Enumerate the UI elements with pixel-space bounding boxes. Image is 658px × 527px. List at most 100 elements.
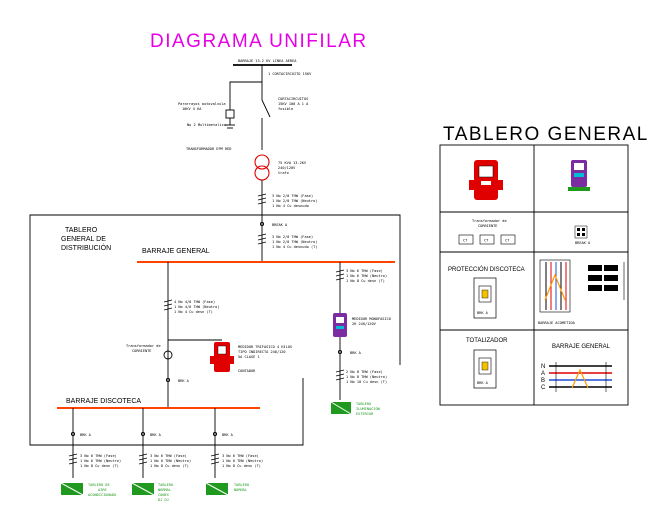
svg-text:1 No 10 Cu desn (T): 1 No 10 Cu desn (T) xyxy=(346,380,387,384)
totalizer-breaker-icon xyxy=(473,349,497,389)
svg-text:BRK A: BRK A xyxy=(80,433,92,437)
svg-text:MEDIDOR MONOFASICO: MEDIDOR MONOFASICO xyxy=(352,317,391,321)
svg-text:No 2 Multimetalico: No 2 Multimetalico xyxy=(187,123,226,127)
svg-text:10KV 5 KA: 10KV 5 KA xyxy=(182,107,202,111)
svg-text:2 No 8 THW (Fase): 2 No 8 THW (Fase) xyxy=(346,370,383,374)
svg-text:3 No 6 THW (Fase): 3 No 6 THW (Fase) xyxy=(80,454,117,458)
svg-text:240/120V: 240/120V xyxy=(278,166,296,170)
panel-layout-grid xyxy=(439,144,629,406)
svg-text:Transformador de: Transformador de xyxy=(472,219,507,223)
lighting-panel-icon xyxy=(330,401,352,415)
svg-text:TABLERO: TABLERO xyxy=(234,483,249,487)
svg-text:BRK A: BRK A xyxy=(477,311,489,315)
svg-text:C: C xyxy=(541,385,546,391)
proteccion-label: PROTECCIÓN DISCOTECA xyxy=(448,266,525,273)
transformer-label: TRANSFORMADOR EPM RED xyxy=(186,147,231,151)
svg-text:B: B xyxy=(541,378,545,384)
svg-text:CT: CT xyxy=(484,239,489,243)
meter-purple-icon xyxy=(568,160,590,191)
busbar-assembly-icon xyxy=(539,259,625,313)
svg-text:1 No 8 Cu desn (T): 1 No 8 Cu desn (T) xyxy=(80,464,119,468)
svg-text:1 No 6 THW (Neutro): 1 No 6 THW (Neutro) xyxy=(346,274,387,278)
feeder-label: BARRAJE 13.2 KV LINEA AEREA xyxy=(238,59,297,63)
svg-text:GENERAL DE: GENERAL DE xyxy=(61,236,106,243)
svg-text:ILUMINACIÓN: ILUMINACIÓN xyxy=(356,406,380,411)
svg-text:CORRIENTE: CORRIENTE xyxy=(478,224,497,228)
svg-text:TABLERO: TABLERO xyxy=(65,227,98,234)
svg-text:DISTRIBUCIÓN: DISTRIBUCIÓN xyxy=(61,243,111,252)
svg-text:TABLERO DE: TABLERO DE xyxy=(88,483,110,487)
ct-label: Transformador de xyxy=(126,344,161,348)
svg-text:CONEX: CONEX xyxy=(158,493,170,497)
svg-text:5A CLASE 1: 5A CLASE 1 xyxy=(238,355,260,359)
svg-text:1 No 6 THW (Neutro): 1 No 6 THW (Neutro) xyxy=(150,459,191,463)
incoming-feeder xyxy=(225,64,292,150)
svg-text:BREAK A: BREAK A xyxy=(575,241,591,245)
svg-text:BARRAJE ACOMETIDA: BARRAJE ACOMETIDA xyxy=(538,321,576,325)
panel-title: TABLERO GENERAL xyxy=(443,124,649,145)
svg-text:75 KVA 13.2KV: 75 KVA 13.2KV xyxy=(278,161,307,165)
svg-text:BRK A: BRK A xyxy=(477,381,489,385)
main-panel-enclosure xyxy=(29,214,401,446)
svg-text:15KV 100 A 1 A: 15KV 100 A 1 A xyxy=(278,102,309,106)
svg-text:AIRE: AIRE xyxy=(98,488,107,492)
diagram-title: DIAGRAMA UNIFILAR xyxy=(150,31,368,52)
svg-text:CORRIENTE: CORRIENTE xyxy=(132,349,151,353)
load-panel-icon xyxy=(205,482,229,496)
svg-text:NORMAL: NORMAL xyxy=(158,488,171,492)
surge-label: Pararrayos autovalvula xyxy=(178,102,226,106)
svg-text:MEDIDOR TRIFASICO 4 HILOS: MEDIDOR TRIFASICO 4 HILOS xyxy=(238,345,292,349)
svg-text:BRK A: BRK A xyxy=(178,379,190,383)
svg-text:3 No 2/0 THW (Fase): 3 No 2/0 THW (Fase) xyxy=(272,235,313,239)
svg-text:CONTADOR: CONTADOR xyxy=(238,369,256,373)
barraje-general-panel-label: BARRAJE GENERAL xyxy=(552,344,611,350)
svg-text:1 No 4 Cu desn (T): 1 No 4 Cu desn (T) xyxy=(174,310,213,314)
busbar-general-label: BARRAJE GENERAL xyxy=(142,248,210,255)
svg-text:fusible: fusible xyxy=(278,107,293,111)
svg-text:EXTERIOR: EXTERIOR xyxy=(356,412,374,416)
svg-text:TABLERO: TABLERO xyxy=(356,402,371,406)
monophase-meter-icon xyxy=(333,313,347,337)
svg-text:3 No 6 THW (Fase): 3 No 6 THW (Fase) xyxy=(150,454,187,458)
svg-text:CORTACIRCUITOS: CORTACIRCUITOS xyxy=(278,97,308,101)
svg-text:1 No 4 Cu desnudo (T): 1 No 4 Cu desnudo (T) xyxy=(272,245,317,249)
svg-text:2H 240/120V: 2H 240/120V xyxy=(352,322,377,326)
main-breaker-icon xyxy=(473,277,497,319)
svg-text:TABLERO: TABLERO xyxy=(158,483,173,487)
svg-text:BREAK A: BREAK A xyxy=(272,223,288,227)
svg-text:1 No 8 Cu desn (T): 1 No 8 Cu desn (T) xyxy=(346,279,385,283)
svg-text:ACONDICIONADO: ACONDICIONADO xyxy=(88,493,116,497)
svg-text:trafo: trafo xyxy=(278,171,289,175)
svg-text:1 No 8 Cu desn (T): 1 No 8 Cu desn (T) xyxy=(150,464,189,468)
svg-text:1 No 8 Cu desn (T): 1 No 8 Cu desn (T) xyxy=(222,464,261,468)
svg-text:1 No 4 Cu desnudo: 1 No 4 Cu desnudo xyxy=(272,204,309,208)
svg-text:3 No 6 THW (Fase): 3 No 6 THW (Fase) xyxy=(346,269,383,273)
svg-text:1 No 8 THW (Neutro): 1 No 8 THW (Neutro) xyxy=(346,375,387,379)
svg-text:CT: CT xyxy=(505,239,510,243)
busbar-bars-icon xyxy=(549,362,612,392)
svg-text:3 No 2/0 THW (Fase): 3 No 2/0 THW (Fase) xyxy=(272,194,313,198)
svg-text:CT: CT xyxy=(463,239,468,243)
svg-text:TIPO INDIRECTA 240/120: TIPO INDIRECTA 240/120 xyxy=(238,350,286,354)
svg-text:1 No 6 THW (Neutro): 1 No 6 THW (Neutro) xyxy=(222,459,263,463)
feeder-label-2: 1 CORTACIRCUITO 15KV xyxy=(268,72,312,76)
totalizador-label: TOTALIZADOR xyxy=(466,338,508,344)
svg-text:1 No 2/0 THW (Neutro): 1 No 2/0 THW (Neutro) xyxy=(272,199,317,203)
energy-meter-icon xyxy=(210,342,234,372)
busbar-discoteca-label: BARRAJE DISCOTECA xyxy=(66,398,141,405)
svg-text:4 No 4/0 THW (Fase): 4 No 4/0 THW (Fase) xyxy=(174,300,215,304)
load-panel-icon xyxy=(60,482,84,496)
ct-boxes xyxy=(458,234,516,245)
svg-text:BRK A: BRK A xyxy=(350,351,362,355)
svg-text:1 No 4/0 THW (Neutro): 1 No 4/0 THW (Neutro) xyxy=(174,305,219,309)
svg-text:1 No 2/0 THW (Neutro): 1 No 2/0 THW (Neutro) xyxy=(272,240,317,244)
svg-text:A: A xyxy=(541,371,545,377)
svg-text:BRK A: BRK A xyxy=(222,433,234,437)
small-breaker-block xyxy=(574,225,588,239)
meter-red-icon xyxy=(469,160,503,200)
transformer-icon xyxy=(254,154,270,181)
svg-text:3 No 6 THW (Fase): 3 No 6 THW (Fase) xyxy=(222,454,259,458)
svg-text:DJ DJ: DJ DJ xyxy=(158,498,169,502)
svg-text:1 No 6 THW (Neutro): 1 No 6 THW (Neutro) xyxy=(80,459,121,463)
